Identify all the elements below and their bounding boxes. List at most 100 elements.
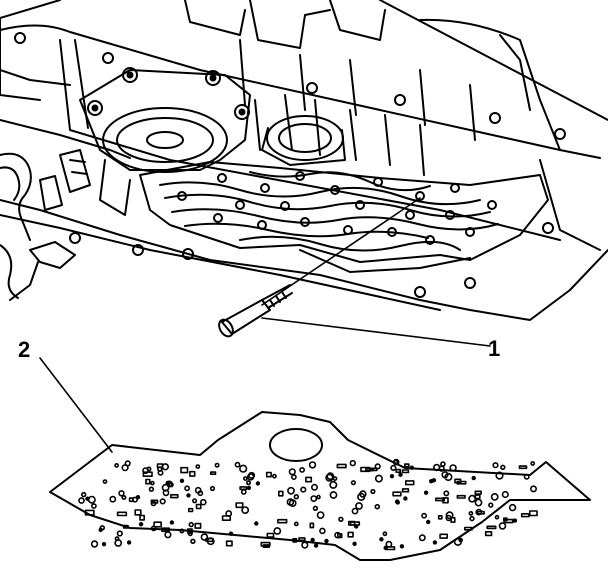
- plate-orifice: [469, 515, 475, 522]
- plate-orifice: [463, 526, 473, 531]
- plate-orifice: [225, 540, 233, 547]
- plate-orifice: [498, 522, 507, 530]
- spacer-plate: [49, 411, 591, 561]
- transmission-case: [0, 0, 608, 321]
- plate-orifice: [501, 490, 509, 499]
- plate-orifice: [394, 499, 400, 505]
- plate-orifice: [382, 531, 388, 537]
- plate-orifice: [300, 486, 307, 493]
- plate-orifice: [310, 483, 318, 491]
- plate-orifice: [488, 502, 494, 508]
- plate-orifice: [145, 478, 151, 485]
- plate-orifice: [453, 537, 463, 547]
- plate-orifice: [116, 511, 128, 517]
- plate-orifice: [246, 485, 252, 491]
- plate-orifice: [474, 490, 482, 495]
- plate-orifice: [209, 485, 216, 492]
- callout-1-leader: [261, 317, 491, 347]
- plate-orifice: [210, 471, 217, 476]
- plate-orifice: [150, 480, 155, 486]
- plate-orifice: [403, 463, 410, 468]
- control-valve-body: [139, 161, 549, 273]
- plate-orifice: [194, 486, 202, 494]
- plate-orifice: [476, 510, 485, 515]
- plate-orifice: [239, 486, 248, 491]
- plate-orifice: [271, 473, 277, 479]
- plate-orifice: [370, 467, 378, 472]
- plate-orifice: [374, 474, 383, 483]
- plate-orifice: [349, 459, 356, 467]
- leader-lines: [39, 197, 491, 453]
- plate-orifice: [305, 476, 313, 483]
- plate-orifice: [286, 498, 295, 506]
- plate-orifice: [121, 464, 129, 472]
- plate-orifice: [114, 536, 120, 542]
- plate-orifice: [435, 497, 446, 502]
- plate-orifice: [116, 530, 123, 537]
- plate-orifice: [468, 511, 474, 516]
- plate-orifice: [456, 480, 467, 485]
- plate-orifice: [288, 468, 296, 476]
- plate-orifice: [169, 520, 175, 525]
- plate-orifice: [260, 541, 271, 547]
- plate-orifice: [418, 534, 426, 542]
- plate-orifice: [239, 464, 248, 473]
- plate-orifice: [255, 481, 261, 486]
- plate-orifice: [195, 464, 201, 470]
- plate-orifice: [80, 491, 87, 498]
- plate-orifice: [312, 505, 319, 511]
- plate-orifice: [114, 462, 120, 468]
- plate-orifice: [398, 472, 403, 477]
- plate-orifice: [329, 480, 338, 489]
- plate-orifice: [486, 525, 497, 530]
- plate-orifice: [298, 537, 306, 542]
- plate-orifice: [150, 500, 157, 507]
- plate-orifice: [338, 516, 344, 522]
- plate-orifice: [308, 461, 317, 469]
- plate-orifice: [347, 531, 354, 538]
- plate-orifice: [500, 464, 506, 470]
- plate-orifice: [118, 490, 125, 497]
- plate-orifice: [85, 496, 90, 501]
- plate-orifice: [162, 489, 170, 497]
- plate-orifice: [421, 512, 427, 519]
- plate-orifice: [121, 494, 127, 500]
- plate-orifice: [374, 463, 381, 470]
- plate-orifice: [78, 497, 85, 504]
- plate-orifice: [395, 468, 402, 474]
- plate-orifice: [354, 524, 359, 529]
- plate-orifice: [180, 466, 189, 474]
- plate-orifice: [221, 515, 232, 521]
- plate-orifice: [350, 480, 357, 486]
- plate-orifice: [299, 466, 305, 473]
- plate-orifice: [445, 514, 452, 522]
- plate-orifice: [170, 493, 179, 499]
- plate-orifice: [153, 521, 162, 528]
- plate-orifice: [102, 479, 108, 485]
- plate-orifice: [138, 521, 144, 527]
- plate-orifice: [90, 540, 99, 548]
- plate-orifice: [228, 531, 234, 536]
- plate-orifice: [351, 507, 359, 515]
- plate-orifice: [357, 492, 366, 502]
- plate-orifice: [313, 543, 319, 548]
- valve-body-bolt: [218, 284, 293, 338]
- plate-orifice: [168, 482, 174, 488]
- plate-orifice: [235, 502, 244, 509]
- plate-orifice: [179, 528, 185, 534]
- plate-orifice: [301, 541, 309, 549]
- plate-orifice: [319, 527, 326, 535]
- plate-orifice: [242, 476, 248, 482]
- plate-orifice: [290, 474, 297, 480]
- plate-orifice: [195, 503, 202, 510]
- callout-2-leader: [39, 357, 113, 453]
- plate-orifice: [370, 488, 376, 495]
- plate-orifice: [187, 528, 193, 535]
- plate-orifice: [146, 466, 152, 472]
- plate-orifice: [392, 491, 402, 497]
- plate-orifice: [474, 498, 483, 507]
- plate-orifice: [287, 486, 295, 495]
- plate-orifice: [503, 518, 514, 524]
- plate-orifice: [334, 531, 341, 539]
- plate-orifice: [240, 488, 247, 495]
